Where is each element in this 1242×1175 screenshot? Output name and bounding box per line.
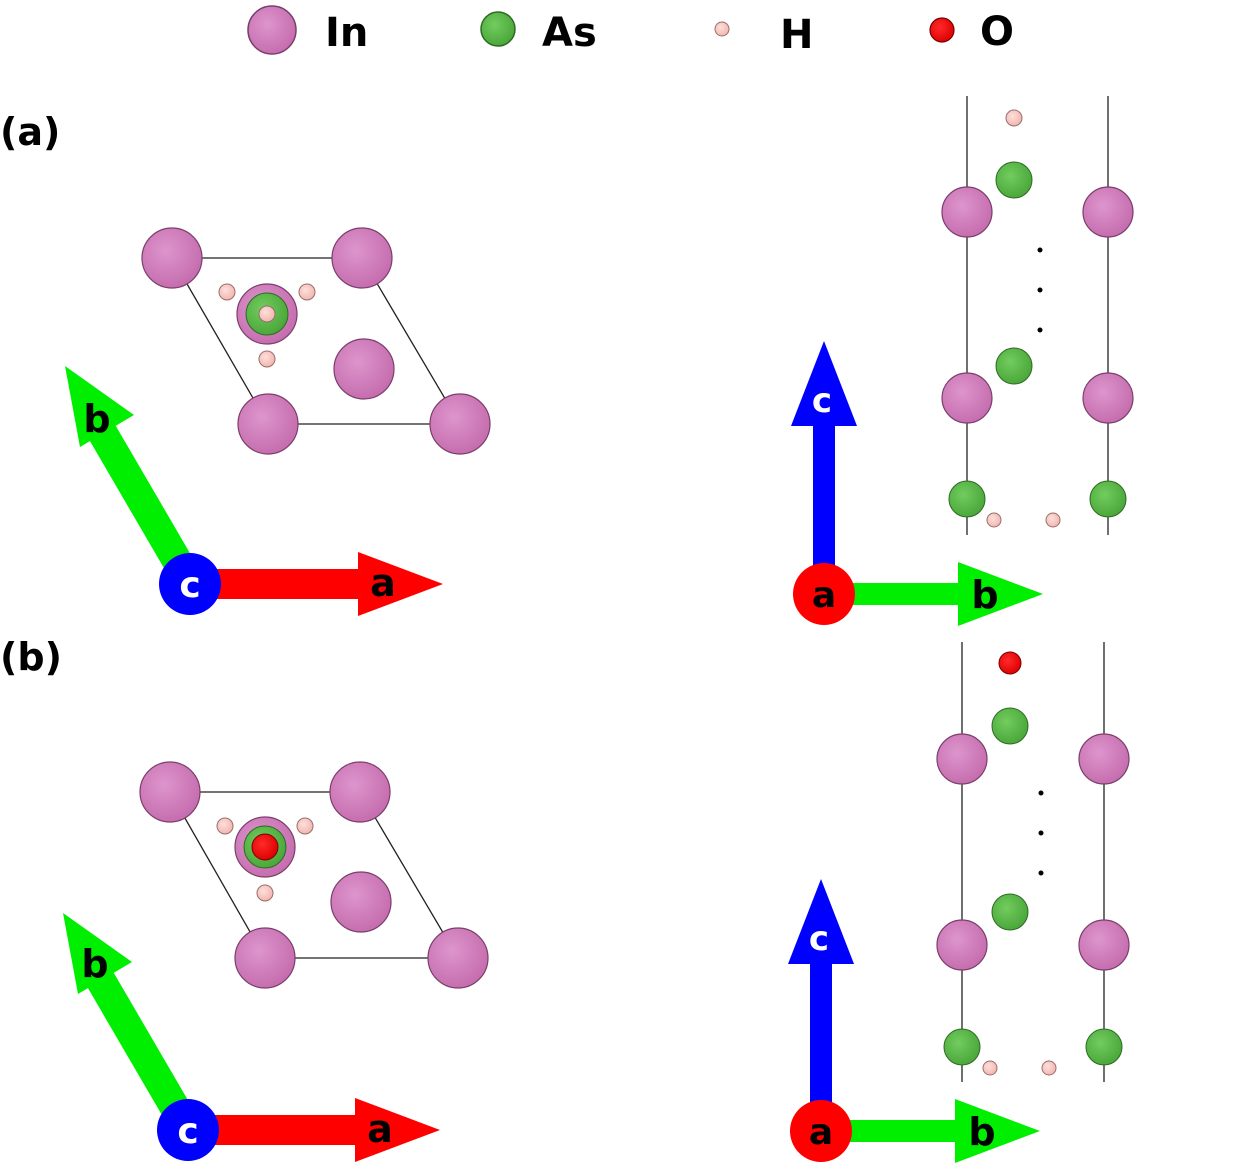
panel-label-b: (b) [0,635,62,679]
in-atom [1078,919,1130,971]
panel-b: (b) c a b [0,635,1130,1163]
h-atom [298,283,316,301]
c-axis-label: c [809,919,829,959]
in-atom [1082,372,1134,424]
in-atom [936,919,988,971]
as-atom [991,707,1029,745]
c-axis-origin [157,1099,219,1161]
legend-label-h: H [780,12,813,58]
unit-cell-outline [170,257,462,425]
legend-label-o: O [980,9,1014,55]
c-axis-arrowhead [788,879,854,964]
a-axis-label: a [367,1107,393,1151]
c-axis-arrowhead [791,341,857,426]
as-atom [948,480,986,518]
h-atom [258,350,276,368]
b-axis-arrowhead [63,913,132,994]
legend-item-h: H [714,12,813,58]
as-atom [1085,1028,1123,1066]
o-atom [998,651,1022,675]
continuation-dot [1037,287,1043,293]
top-view-b [139,761,489,989]
b-axis-label: b [81,942,108,986]
a-axis-origin [793,563,855,625]
as-atom [1089,480,1127,518]
b-axis-label: b [83,397,110,441]
b-axis-label: b [968,1110,995,1154]
side-view-b [936,642,1130,1082]
h-atom [296,817,314,835]
in-atom [237,393,299,455]
continuation-dot [1038,870,1044,876]
top-view-a [141,227,491,455]
continuation-dot [1037,327,1043,333]
c-axis-origin [159,553,221,615]
side-view-a [941,96,1134,535]
a-axis-origin [790,1100,852,1162]
c-axis-label: c [812,381,832,421]
continuation-dot [1038,830,1044,836]
axes-triad-side-a: a c b [791,341,1043,626]
c-axis-label: c [177,1111,198,1152]
axes-triad-top-b: c a b [63,913,440,1162]
h-atom [1045,512,1061,528]
in-atom [141,227,203,289]
axes-triad-top-a: c a b [65,366,443,616]
panel-a: (a) c a b [0,96,1134,626]
h-atom [218,283,236,301]
legend: In As H O [247,5,1014,58]
h-atom [1005,109,1023,127]
in-atom [139,761,201,823]
in-atom [427,927,489,989]
unit-cell-outline [168,791,460,959]
a-axis-label: a [809,1112,833,1153]
in-atom [936,733,988,785]
continuation-dot [1038,790,1044,796]
in-atom-swatch [247,5,297,55]
in-atom [330,871,392,933]
h-atom [986,512,1002,528]
c-axis-label: c [179,565,200,606]
h-atom-swatch [714,21,730,37]
h-atom [258,305,276,323]
legend-item-as: As [480,10,597,56]
legend-label-in: In [325,10,368,56]
in-atom [941,372,993,424]
as-atom [991,893,1029,931]
a-axis-arrowhead [355,1098,440,1162]
h-atom [1041,1060,1057,1076]
h-atom [982,1060,998,1076]
as-atom [995,161,1033,199]
panel-label-a: (a) [0,110,60,154]
in-atom [329,761,391,823]
in-atom [1082,186,1134,238]
a-axis-label: a [370,561,396,605]
as-atom-swatch [480,11,516,47]
in-atom [1078,733,1130,785]
in-atom [234,927,296,989]
as-atom [943,1028,981,1066]
as-atom [995,347,1033,385]
legend-item-o: O [929,9,1014,55]
legend-item-in: In [247,5,368,56]
b-axis-arrowhead [65,366,134,447]
in-atom [333,338,395,400]
in-atom [429,393,491,455]
legend-label-as: As [542,10,597,56]
a-axis-arrowhead [358,552,443,616]
o-atom [251,833,279,861]
axes-triad-side-b: a c b [788,879,1040,1163]
b-axis-label: b [971,573,998,617]
in-atom [331,227,393,289]
b-axis-arrowhead [958,562,1043,626]
h-atom [216,817,234,835]
in-atom [941,186,993,238]
o-atom-swatch [929,17,955,43]
a-axis-label: a [812,575,836,616]
continuation-dot [1037,247,1043,253]
h-atom [256,884,274,902]
b-axis-arrowhead [955,1099,1040,1163]
